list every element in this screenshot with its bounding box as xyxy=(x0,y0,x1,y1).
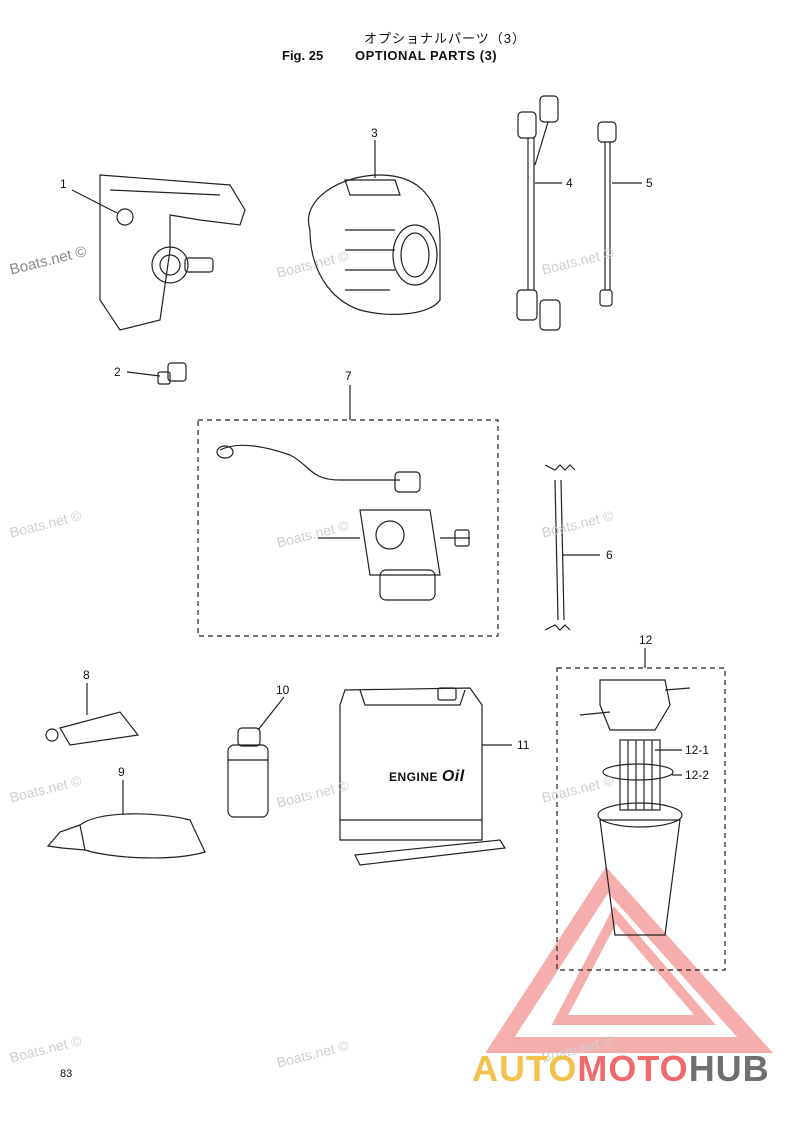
callout-3: 3 xyxy=(371,126,378,140)
callout-5: 5 xyxy=(646,176,653,190)
part-6-harness xyxy=(544,464,576,631)
part-5-wire xyxy=(597,121,617,307)
callout-2: 2 xyxy=(114,365,121,379)
callout-7: 7 xyxy=(345,369,352,383)
part-7-frame xyxy=(197,419,499,637)
leader-1 xyxy=(71,189,118,214)
part-12-filter xyxy=(579,679,691,936)
brand-part-auto: AUTO xyxy=(472,1048,578,1089)
callout-11: 11 xyxy=(517,738,530,752)
callout-10: 10 xyxy=(276,683,290,697)
callout-8: 8 xyxy=(83,668,90,682)
page-title: OPTIONAL PARTS (3) xyxy=(355,48,498,63)
callout-12: 12 xyxy=(639,633,653,647)
oil-label-text: Oil xyxy=(441,768,465,785)
title-japanese: オプショナルパーツ（3） xyxy=(364,31,526,46)
leader-2 xyxy=(126,371,161,377)
part-11-container xyxy=(339,687,507,866)
callout-12-2: 12-2 xyxy=(685,768,710,782)
part-3-cover xyxy=(307,174,441,315)
part-2-fitting xyxy=(157,362,187,385)
page-number: 83 xyxy=(60,1068,73,1080)
part-7-pump xyxy=(216,444,470,601)
brand-logo: AUTOMOTOHUB xyxy=(472,1048,770,1090)
part-4-harness xyxy=(516,95,561,331)
callout-12-1: 12-1 xyxy=(685,743,710,757)
part-9-tube xyxy=(46,813,206,859)
callout-4: 4 xyxy=(566,176,573,190)
part-12-frame xyxy=(556,667,726,971)
engine-label-text: ENGINE xyxy=(389,770,439,784)
part-8-tube xyxy=(45,711,140,746)
part-1-bracket xyxy=(99,174,246,331)
callout-1: 1 xyxy=(60,177,67,191)
leader-10 xyxy=(257,696,285,731)
brand-triangle-icon xyxy=(485,866,773,1053)
brand-part-moto: MOTO xyxy=(577,1048,689,1089)
figure-number: Fig. 25 xyxy=(282,48,324,63)
part-10-can xyxy=(227,727,269,818)
engine-oil-label: ENGINE Oil xyxy=(389,768,465,786)
brand-part-hub: HUB xyxy=(688,1048,770,1089)
callout-9: 9 xyxy=(118,765,125,779)
callout-6: 6 xyxy=(606,548,613,562)
